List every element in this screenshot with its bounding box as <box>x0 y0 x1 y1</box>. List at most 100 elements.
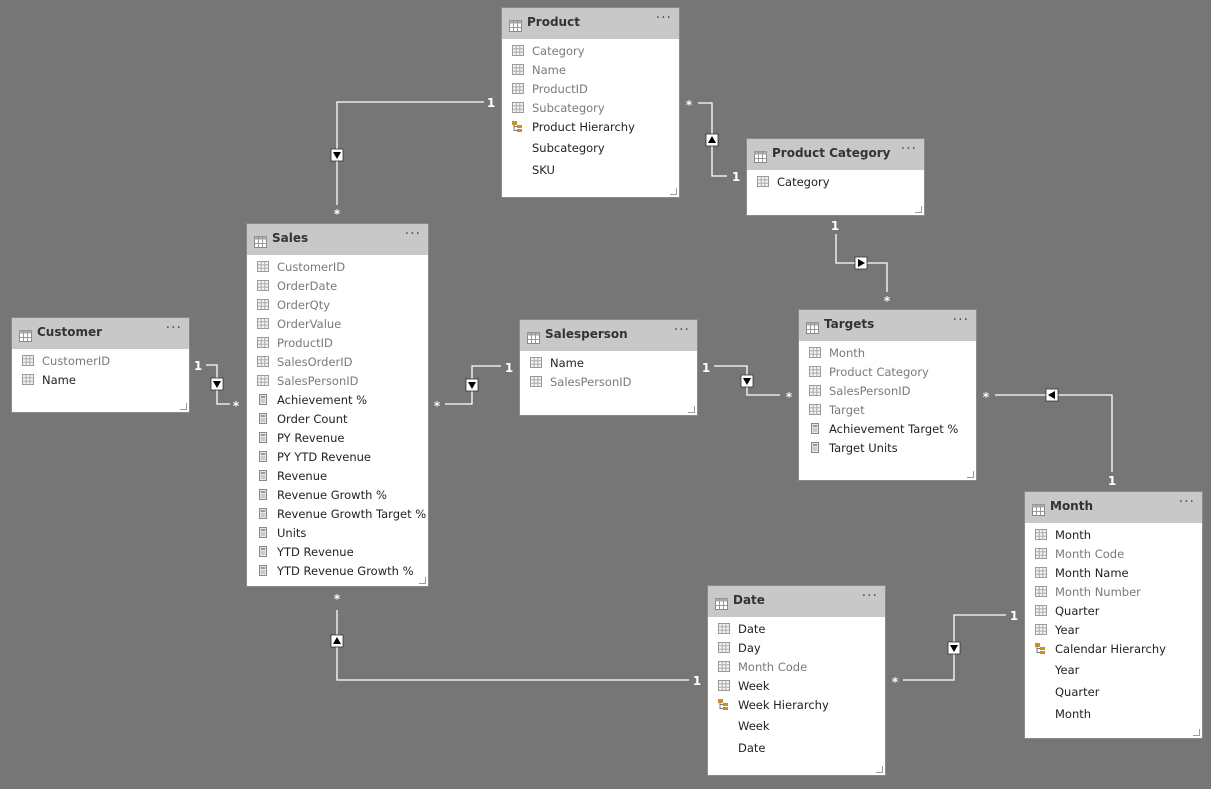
field-month-name[interactable]: Month Name <box>1025 564 1202 583</box>
field-year[interactable]: Year <box>1025 659 1202 681</box>
field-salespersonid[interactable]: SalesPersonID <box>520 373 697 392</box>
more-options-icon[interactable]: ··· <box>861 588 878 604</box>
field-revenue[interactable]: Revenue <box>247 467 428 486</box>
resize-handle[interactable] <box>967 471 974 478</box>
more-options-icon[interactable]: ··· <box>404 226 421 242</box>
more-options-icon[interactable]: ··· <box>655 10 672 26</box>
field-name[interactable]: Name <box>520 354 697 373</box>
field-label: Subcategory <box>532 141 605 155</box>
field-month[interactable]: Month <box>1025 703 1202 725</box>
field-productid[interactable]: ProductID <box>502 80 679 99</box>
field-salespersonid[interactable]: SalesPersonID <box>247 372 428 391</box>
resize-handle[interactable] <box>688 406 695 413</box>
field-month-code[interactable]: Month Code <box>1025 545 1202 564</box>
resize-handle[interactable] <box>876 766 883 773</box>
field-date[interactable]: Date <box>708 737 885 759</box>
field-day[interactable]: Day <box>708 639 885 658</box>
field-revenue-growth[interactable]: Revenue Growth % <box>247 486 428 505</box>
cardinality-many: * <box>786 390 793 404</box>
field-units[interactable]: Units <box>247 524 428 543</box>
field-label: Achievement Target % <box>829 422 959 436</box>
measure-icon <box>809 423 821 434</box>
column-icon <box>512 83 524 94</box>
field-salespersonid[interactable]: SalesPersonID <box>799 382 976 401</box>
field-week[interactable]: Week <box>708 677 885 696</box>
field-category[interactable]: Category <box>747 173 924 192</box>
resize-handle[interactable] <box>419 577 426 584</box>
field-month-code[interactable]: Month Code <box>708 658 885 677</box>
more-options-icon[interactable]: ··· <box>165 320 182 336</box>
field-year[interactable]: Year <box>1025 621 1202 640</box>
table-header[interactable]: Month··· <box>1025 492 1202 523</box>
field-product-hierarchy[interactable]: Product Hierarchy <box>502 118 679 137</box>
more-options-icon[interactable]: ··· <box>673 322 690 338</box>
field-productid[interactable]: ProductID <box>247 334 428 353</box>
table-header[interactable]: Date··· <box>708 586 885 617</box>
field-date[interactable]: Date <box>708 620 885 639</box>
field-py-revenue[interactable]: PY Revenue <box>247 429 428 448</box>
cardinality-many: * <box>983 390 990 404</box>
field-customerid[interactable]: CustomerID <box>247 258 428 277</box>
field-week[interactable]: Week <box>708 715 885 737</box>
table-header[interactable]: Sales··· <box>247 224 428 255</box>
field-ytd-revenue[interactable]: YTD Revenue <box>247 543 428 562</box>
field-target[interactable]: Target <box>799 401 976 420</box>
field-subcategory[interactable]: Subcategory <box>502 99 679 118</box>
field-product-category[interactable]: Product Category <box>799 363 976 382</box>
more-options-icon[interactable]: ··· <box>900 141 917 157</box>
field-category[interactable]: Category <box>502 42 679 61</box>
field-calendar-hierarchy[interactable]: Calendar Hierarchy <box>1025 640 1202 659</box>
field-achievement-target[interactable]: Achievement Target % <box>799 420 976 439</box>
field-salesorderid[interactable]: SalesOrderID <box>247 353 428 372</box>
resize-handle[interactable] <box>180 403 187 410</box>
resize-handle[interactable] <box>670 188 677 195</box>
field-revenue-growth-target[interactable]: Revenue Growth Target % <box>247 505 428 524</box>
field-subcategory[interactable]: Subcategory <box>502 137 679 159</box>
table-header[interactable]: Customer··· <box>12 318 189 349</box>
table-header[interactable]: Salesperson··· <box>520 320 697 351</box>
field-quarter[interactable]: Quarter <box>1025 681 1202 703</box>
field-quarter[interactable]: Quarter <box>1025 602 1202 621</box>
field-orderqty[interactable]: OrderQty <box>247 296 428 315</box>
field-ordervalue[interactable]: OrderValue <box>247 315 428 334</box>
column-icon <box>257 356 269 367</box>
field-order-count[interactable]: Order Count <box>247 410 428 429</box>
field-week-hierarchy[interactable]: Week Hierarchy <box>708 696 885 715</box>
field-target-units[interactable]: Target Units <box>799 439 976 458</box>
table-product-category[interactable]: Product Category··· Category <box>746 138 925 216</box>
field-month[interactable]: Month <box>1025 526 1202 545</box>
cardinality-many: * <box>233 399 240 413</box>
table-title: Targets <box>824 317 875 331</box>
table-header[interactable]: Product ··· <box>502 8 679 39</box>
field-customerid[interactable]: CustomerID <box>12 352 189 371</box>
column-icon <box>22 374 34 385</box>
filter-direction-arrow-icon <box>708 136 716 143</box>
table-title: Product <box>527 15 580 29</box>
field-py-ytd-revenue[interactable]: PY YTD Revenue <box>247 448 428 467</box>
more-options-icon[interactable]: ··· <box>952 312 969 328</box>
field-label: YTD Revenue <box>277 545 354 559</box>
field-month-number[interactable]: Month Number <box>1025 583 1202 602</box>
field-ytd-revenue-growth[interactable]: YTD Revenue Growth % <box>247 562 428 581</box>
field-name[interactable]: Name <box>12 371 189 390</box>
resize-handle[interactable] <box>1193 729 1200 736</box>
table-header[interactable]: Targets ··· <box>799 310 976 341</box>
field-label: Year <box>1055 623 1080 637</box>
table-icon <box>1032 501 1045 516</box>
field-sku[interactable]: SKU <box>502 159 679 181</box>
field-achievement[interactable]: Achievement % <box>247 391 428 410</box>
measure-icon <box>257 432 269 443</box>
resize-handle[interactable] <box>915 206 922 213</box>
field-orderdate[interactable]: OrderDate <box>247 277 428 296</box>
more-options-icon[interactable]: ··· <box>1178 494 1195 510</box>
field-month[interactable]: Month <box>799 344 976 363</box>
field-name[interactable]: Name <box>502 61 679 80</box>
table-header[interactable]: Product Category··· <box>747 139 924 170</box>
